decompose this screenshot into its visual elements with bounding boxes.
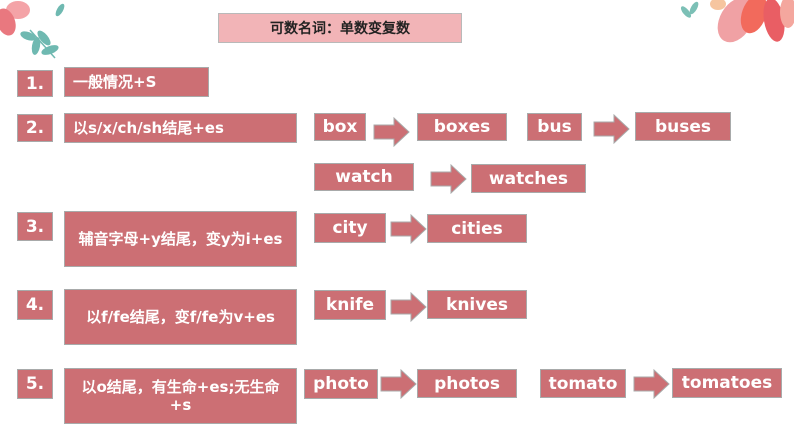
word-buses: buses — [635, 112, 731, 141]
rule-number-5: 5. — [17, 369, 53, 399]
word-bus: bus — [527, 113, 582, 141]
word-watch: watch — [314, 163, 414, 191]
word-photos: photos — [417, 369, 517, 398]
right-arrow-icon — [633, 369, 670, 399]
word-watches: watches — [471, 164, 586, 193]
right-arrow-icon — [430, 164, 467, 194]
page-title: 可数名词：单数变复数 — [218, 13, 462, 43]
word-cities: cities — [427, 214, 527, 243]
rule-text-2: 以s/x/ch/sh结尾+es — [64, 113, 297, 143]
rule-number-2: 2. — [17, 114, 53, 142]
rule-text-5: 以o结尾，有生命+es;无生命+s — [64, 368, 297, 424]
word-photo: photo — [304, 369, 378, 399]
leaf-decoration-top-left — [0, 1, 65, 59]
word-tomato: tomato — [540, 369, 626, 398]
rule-number-1: 1. — [17, 70, 53, 97]
word-knives: knives — [427, 290, 527, 319]
rule-text-1: 一般情况+S — [64, 67, 209, 97]
right-arrow-icon — [373, 117, 410, 147]
rule-number-4: 4. — [17, 290, 53, 320]
word-tomatoes: tomatoes — [672, 368, 782, 398]
rule-text-3: 辅音字母+y结尾，变y为i+es — [64, 211, 297, 267]
flower-decoration-top-right — [680, 0, 794, 43]
word-knife: knife — [314, 290, 386, 320]
word-city: city — [314, 213, 386, 243]
word-box: box — [314, 113, 366, 141]
rule-text-4: 以f/fe结尾，变f/fe为v+es — [64, 289, 297, 345]
right-arrow-icon — [380, 369, 417, 399]
right-arrow-icon — [390, 214, 427, 244]
right-arrow-icon — [593, 114, 630, 144]
right-arrow-icon — [390, 292, 427, 322]
rule-number-3: 3. — [17, 212, 53, 241]
word-boxes: boxes — [417, 113, 507, 141]
